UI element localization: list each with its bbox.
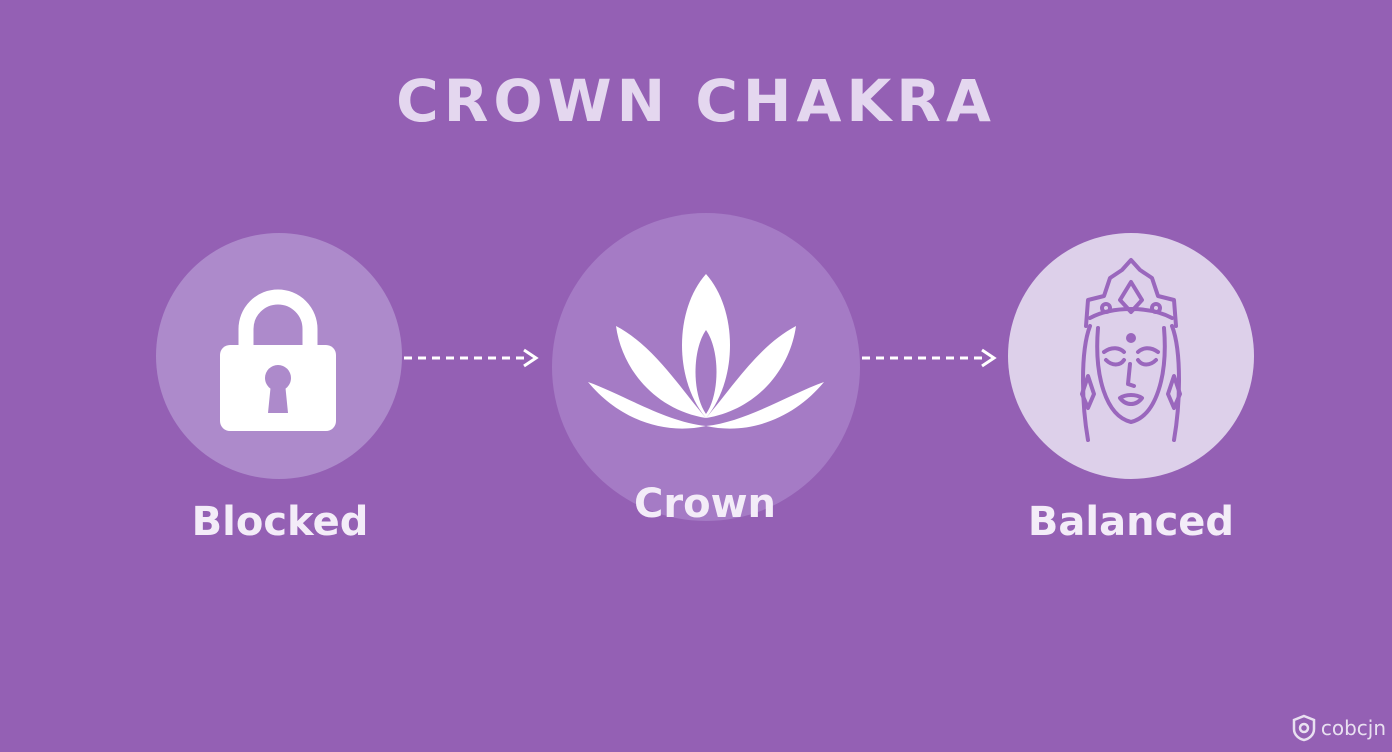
- watermark-text: cobcjn: [1320, 716, 1386, 740]
- lotus-icon: [588, 274, 824, 429]
- arrow-crown-to-balanced: [862, 348, 997, 368]
- deity-face-icon: [1080, 258, 1182, 442]
- balanced-label: Balanced: [1027, 499, 1235, 545]
- lock-icon: [220, 289, 336, 431]
- diagram-title: CROWN CHAKRA: [396, 67, 996, 135]
- crown-label: Crown: [634, 481, 776, 527]
- arrow-blocked-to-crown: [404, 348, 539, 368]
- blocked-label: Blocked: [191, 499, 369, 545]
- watermark: cobcjn: [1291, 714, 1386, 742]
- shield-icon: [1292, 714, 1316, 742]
- balanced-circle: [1008, 233, 1254, 479]
